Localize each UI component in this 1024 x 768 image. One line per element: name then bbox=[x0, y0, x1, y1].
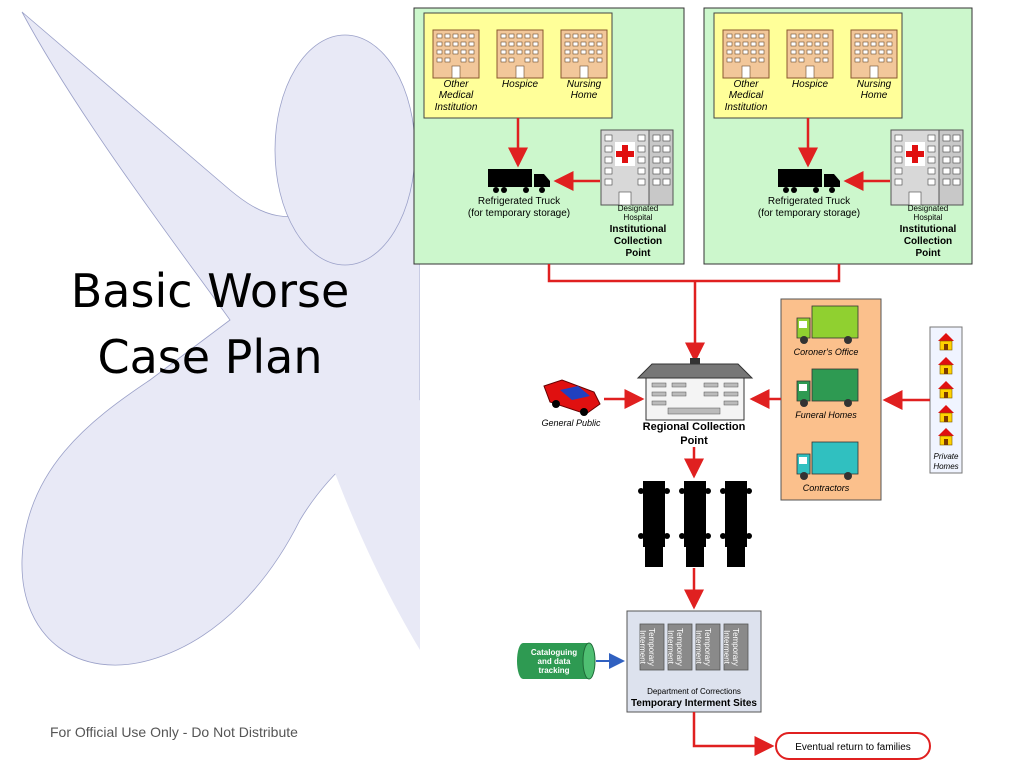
label-other: Other bbox=[733, 79, 759, 90]
eventual-return-label: Eventual return to families bbox=[795, 742, 911, 753]
label-institution: Institution bbox=[435, 102, 478, 113]
column-label: Interment bbox=[638, 630, 647, 665]
column-label: Temporary bbox=[703, 628, 712, 666]
slide-title-line-2: Case Plan bbox=[97, 330, 323, 384]
label-medical: Medical bbox=[439, 90, 474, 101]
cataloguing-label-1: Cataloguing bbox=[531, 648, 577, 657]
cataloguing-label-2: and data bbox=[538, 657, 571, 666]
arrow-sites-to-return bbox=[692, 712, 775, 756]
hearse-icon bbox=[679, 481, 711, 567]
label-institution: Institution bbox=[725, 102, 768, 113]
rcp-label-2: Point bbox=[680, 435, 708, 447]
column-label: Temporary bbox=[675, 628, 684, 666]
truck-label: Refrigerated Truck bbox=[768, 196, 851, 207]
contractor-truck-icon bbox=[796, 441, 859, 480]
icp-label-1: Institutional bbox=[610, 224, 667, 235]
funeral-homes-label: Funeral Homes bbox=[795, 410, 857, 420]
private-label: Private bbox=[934, 452, 959, 461]
cataloguing-label-3: tracking bbox=[538, 666, 569, 675]
label-home: Home bbox=[861, 90, 888, 101]
coroner-truck-icon bbox=[796, 305, 859, 344]
figure-head bbox=[274, 34, 416, 266]
eventual-return-box bbox=[775, 732, 931, 760]
panel-connector bbox=[547, 264, 841, 363]
car-icon bbox=[543, 379, 601, 416]
hospital-sublabel: Hospital bbox=[624, 213, 653, 222]
icp-label-2: Collection bbox=[904, 236, 952, 247]
hospital-sublabel: Hospital bbox=[914, 213, 943, 222]
building-icon bbox=[560, 29, 608, 79]
building-icon bbox=[432, 29, 480, 79]
general-public-label: General Public bbox=[541, 418, 601, 428]
interment-sites-box: TemporaryInterment TemporaryInterment Te… bbox=[626, 610, 762, 713]
truck-sublabel: (for temporary storage) bbox=[468, 208, 570, 219]
label-other: Other bbox=[443, 79, 469, 90]
hearse-icon bbox=[720, 481, 752, 567]
building-icon bbox=[722, 29, 770, 79]
funeral-home-truck-icon bbox=[796, 368, 859, 407]
truck-label: Refrigerated Truck bbox=[478, 196, 561, 207]
svg-text:Refrigerated Truck(for tempora: Refrigerated Truck(for temporary storage… bbox=[468, 196, 570, 219]
regional-collection-point-icon bbox=[636, 358, 754, 421]
label-medical: Medical bbox=[729, 90, 764, 101]
label-nursing: Nursing bbox=[857, 79, 892, 90]
column-label: Temporary bbox=[647, 628, 656, 666]
doc-label: Department of Corrections bbox=[647, 687, 741, 696]
contractors-label: Contractors bbox=[803, 483, 850, 493]
svg-text:Refrigerated Truck(for tempora: Refrigerated Truck(for temporary storage… bbox=[758, 196, 860, 219]
column-label: Interment bbox=[694, 630, 703, 665]
hospital-label: Designated bbox=[618, 204, 658, 213]
background-figure bbox=[21, 11, 420, 666]
slide-title-line-1: Basic Worse bbox=[70, 264, 350, 318]
column-label: Interment bbox=[722, 630, 731, 665]
designated-hospital-icon bbox=[600, 129, 674, 206]
icp-label-1: Institutional bbox=[900, 224, 957, 235]
rcp-label-1: Regional Collection bbox=[643, 421, 746, 433]
designated-hospital-icon bbox=[890, 129, 964, 206]
svg-text:TemporaryInterment: TemporaryInterment bbox=[638, 628, 656, 666]
icp-label-3: Point bbox=[626, 248, 652, 259]
figure-leg bbox=[330, 400, 420, 650]
hearse-icon bbox=[638, 481, 670, 567]
label-hospice: Hospice bbox=[792, 79, 829, 90]
building-icon bbox=[496, 29, 544, 79]
hospital-label: Designated bbox=[908, 204, 948, 213]
label-home: Home bbox=[571, 90, 598, 101]
footer-note: For Official Use Only - Do Not Distribut… bbox=[50, 724, 298, 740]
truck-sublabel: (for temporary storage) bbox=[758, 208, 860, 219]
tis-label: Temporary Interment Sites bbox=[631, 698, 757, 709]
svg-text:TemporaryInterment: TemporaryInterment bbox=[694, 628, 712, 666]
icp-label-2: Collection bbox=[614, 236, 662, 247]
providers-box: Coroner's Office Funeral Homes Contracto… bbox=[780, 298, 882, 501]
coroners-office-label: Coroner's Office bbox=[794, 347, 859, 357]
svg-text:TemporaryInterment: TemporaryInterment bbox=[722, 628, 740, 666]
svg-text:TemporaryInterment: TemporaryInterment bbox=[666, 628, 684, 666]
label-nursing: Nursing bbox=[567, 79, 602, 90]
building-icon bbox=[850, 29, 898, 79]
icp-label-3: Point bbox=[916, 248, 942, 259]
label-hospice: Hospice bbox=[502, 79, 539, 90]
column-label: Interment bbox=[666, 630, 675, 665]
slide-title: Basic Worse Case Plan bbox=[20, 258, 400, 390]
homes-label: Homes bbox=[933, 462, 958, 471]
building-icon bbox=[786, 29, 834, 79]
column-label: Temporary bbox=[731, 628, 740, 666]
